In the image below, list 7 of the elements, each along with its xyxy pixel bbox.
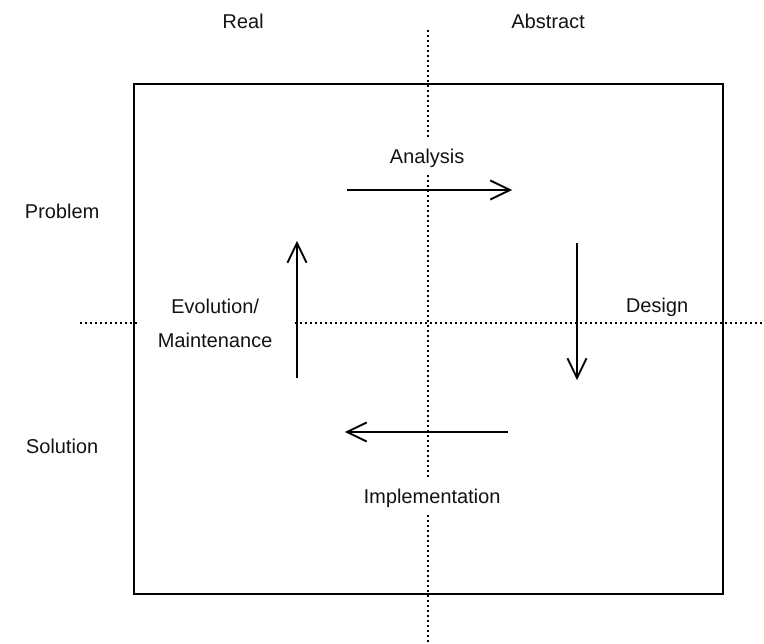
label-text: Abstract (510, 10, 586, 35)
frame-box (133, 83, 724, 595)
label-text: Solution (24, 435, 100, 460)
label-text: Design (624, 294, 690, 319)
label-text: Real (221, 10, 265, 35)
label-text: Analysis (388, 140, 466, 174)
label-text: Problem (24, 200, 100, 225)
